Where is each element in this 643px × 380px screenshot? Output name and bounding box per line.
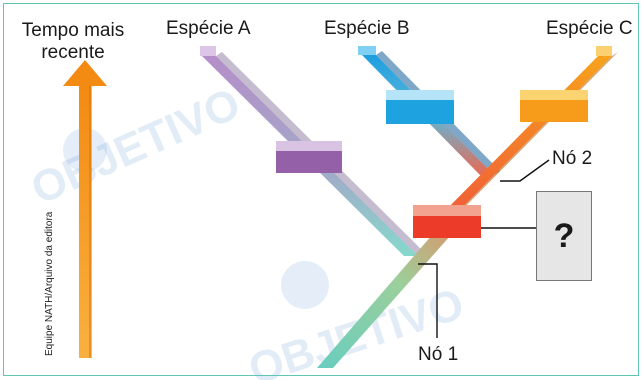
time-axis-label: Tempo mais recente xyxy=(18,20,128,64)
trait-box-orange xyxy=(520,90,588,122)
unknown-species-box: ? xyxy=(536,191,592,281)
species-c-label: Espécie C xyxy=(546,18,633,39)
figure-frame xyxy=(3,3,639,376)
time-axis-label-line2: recente xyxy=(41,42,105,63)
species-a-label: Espécie A xyxy=(166,18,251,39)
trait-box-blue xyxy=(386,90,454,124)
image-credit: Equipe NATH/Arquivo da editora xyxy=(44,211,55,356)
node-1-label: Nó 1 xyxy=(418,344,459,365)
trait-box-purple xyxy=(276,141,342,173)
time-axis-label-line1: Tempo mais xyxy=(21,20,125,41)
trunk xyxy=(317,212,466,368)
species-b-label: Espécie B xyxy=(324,18,410,39)
time-arrow xyxy=(63,60,107,358)
leader-lines xyxy=(418,159,550,338)
node-2-label: Nó 2 xyxy=(552,148,593,169)
trait-box-red xyxy=(413,205,481,238)
